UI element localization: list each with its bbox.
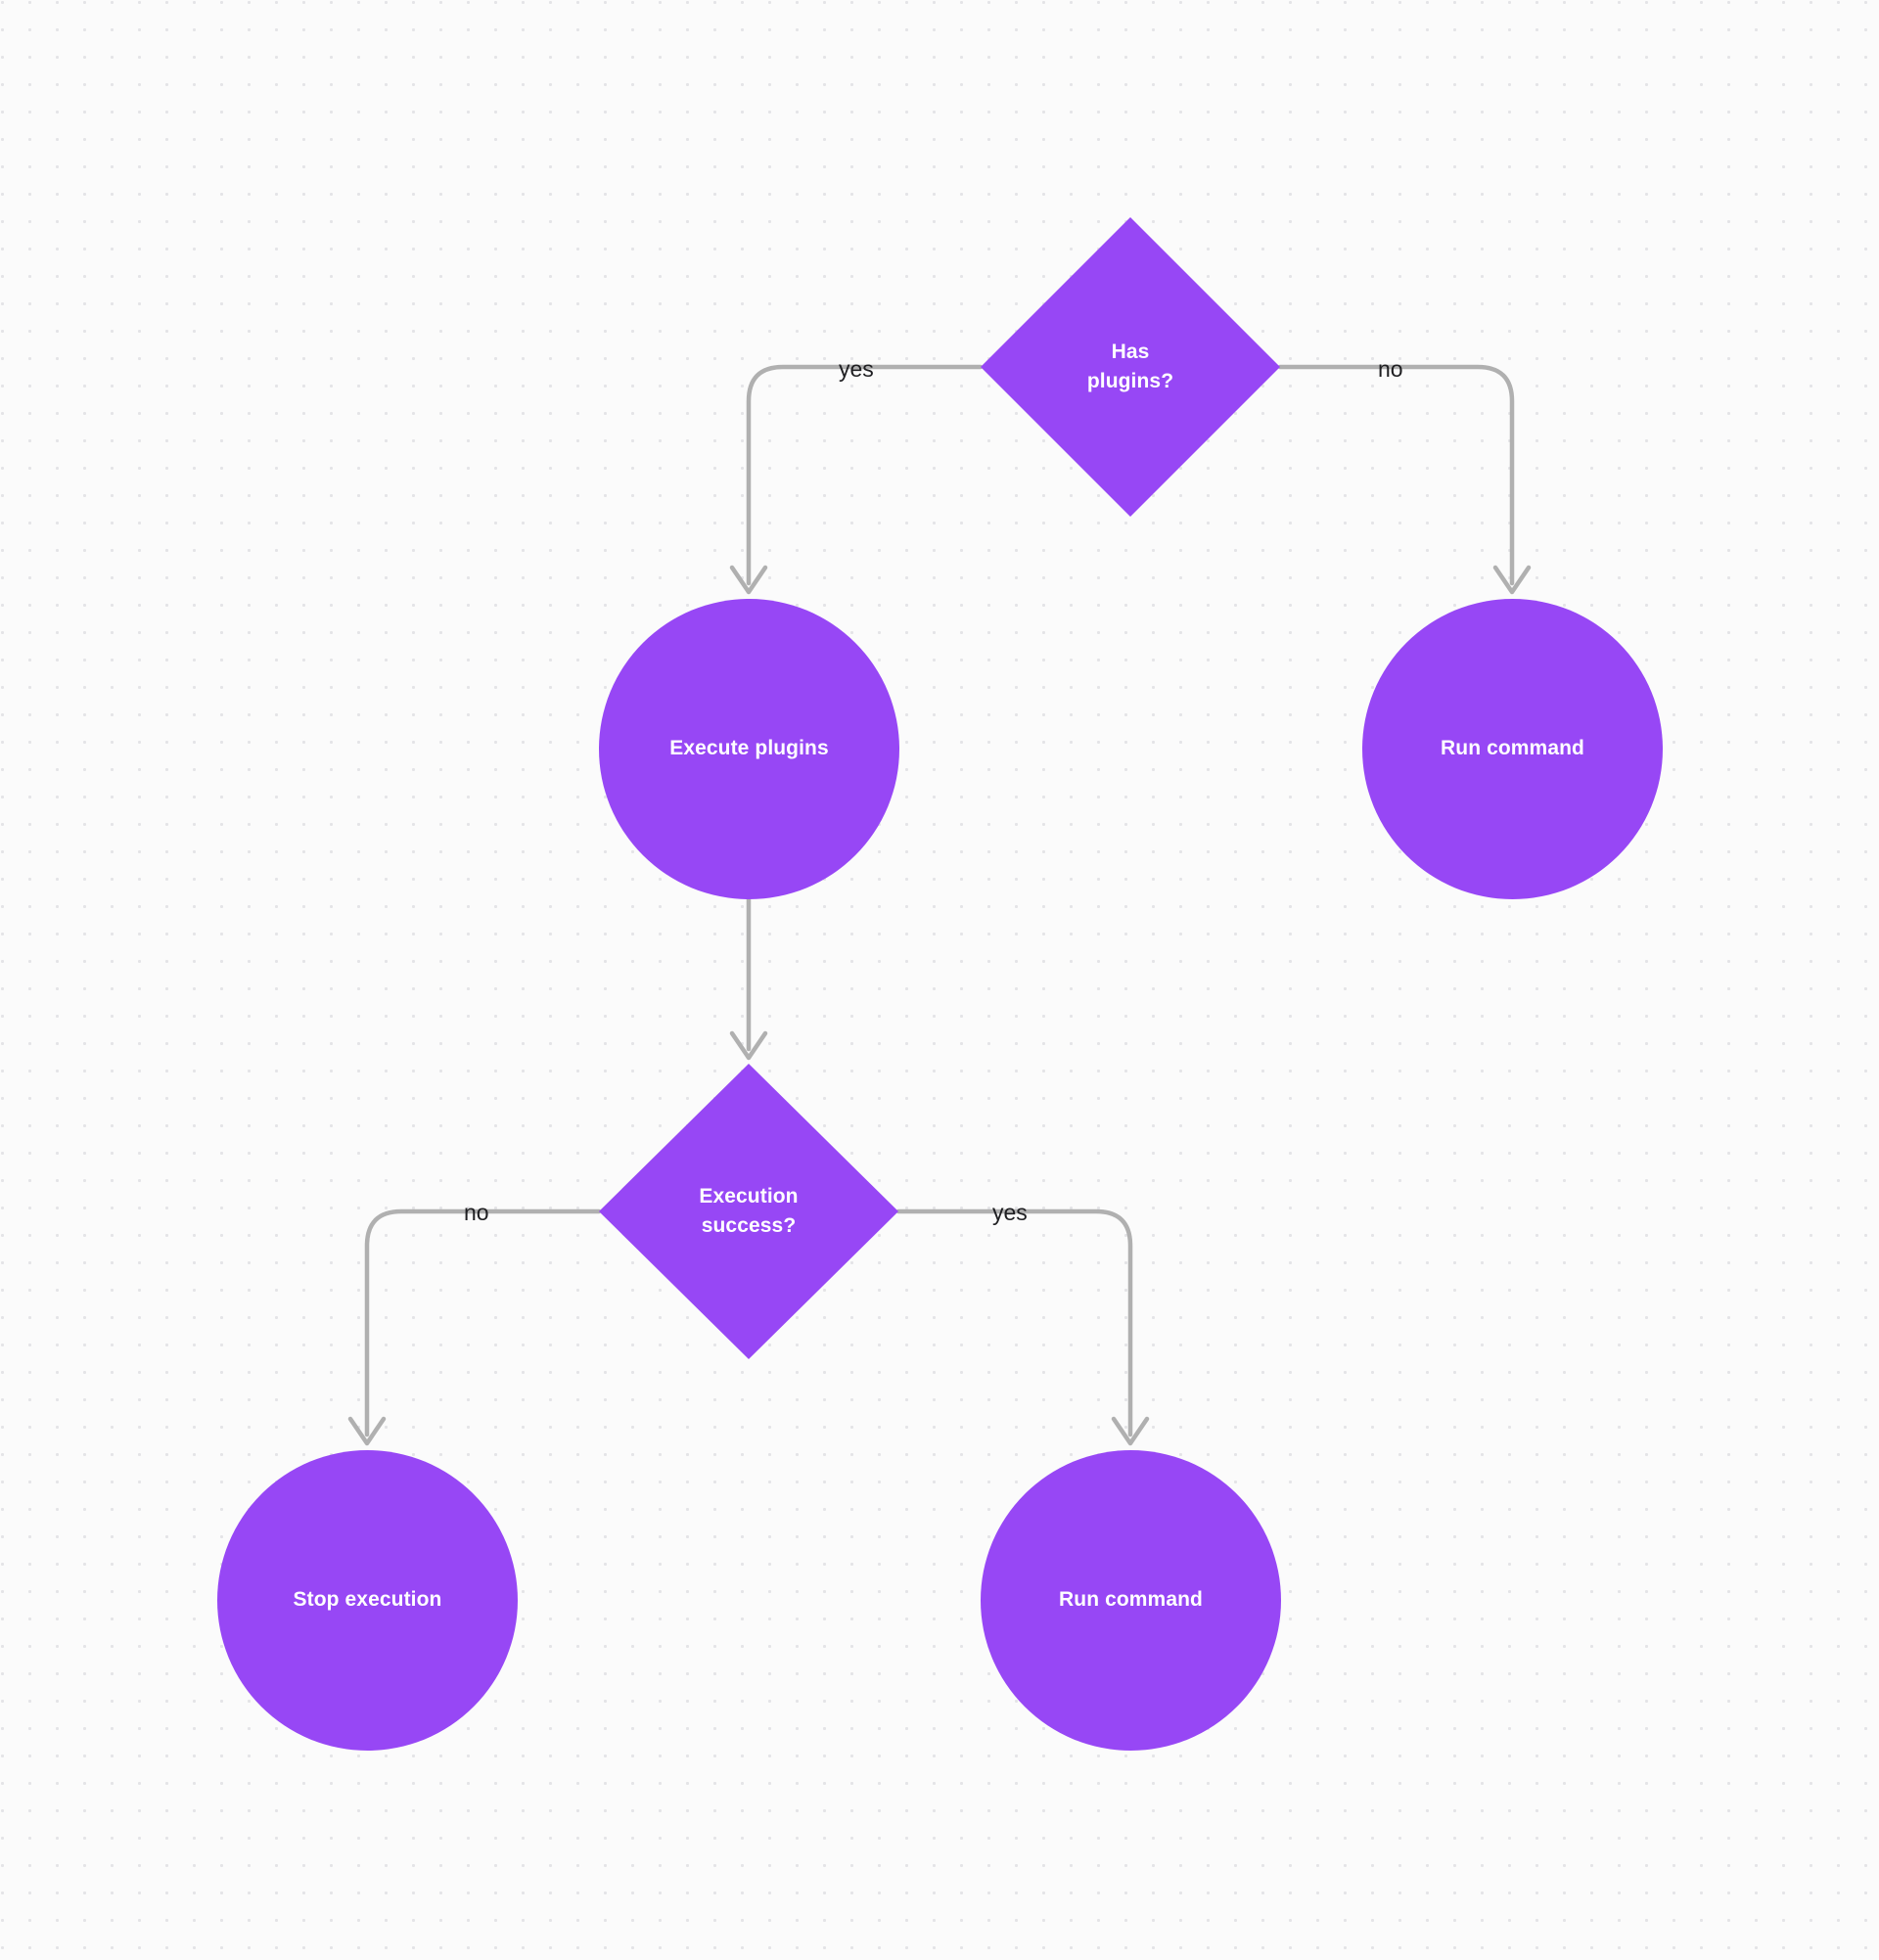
edge-execute-to-success-arrowhead [729,1030,768,1061]
edge-success-no [364,1208,602,1437]
edge-success-yes [895,1208,1133,1437]
node-stop-execution-label: Stop execution [293,1588,442,1612]
node-has-plugins-label: Has plugins? [1086,340,1174,392]
edge-has-plugins-no [1277,364,1515,586]
node-execute-plugins-label: Execute plugins [669,737,829,760]
edge-success-no-arrowhead [347,1416,387,1446]
edge-label-has-plugins-no: no [1378,356,1403,382]
node-run-command-right[interactable]: Run command [1362,599,1663,899]
node-has-plugins[interactable]: Has plugins? [981,217,1280,517]
node-run-command-bottom-label: Run command [1059,1588,1203,1612]
edge-has-plugins-yes [746,364,984,586]
edge-label-has-plugins-yes: yes [839,356,874,382]
node-execution-success[interactable]: Execution success? [599,1064,898,1359]
edge-has-plugins-yes-arrowhead [729,565,768,595]
edge-success-yes-arrowhead [1111,1416,1150,1446]
edge-label-success-yes: yes [992,1200,1028,1225]
edge-label-success-no: no [464,1200,489,1225]
node-run-command-right-label: Run command [1441,737,1584,760]
node-execute-plugins[interactable]: Execute plugins [599,599,899,899]
edge-has-plugins-no-arrowhead [1492,565,1532,595]
node-stop-execution[interactable]: Stop execution [217,1450,518,1751]
node-run-command-bottom[interactable]: Run command [981,1450,1281,1751]
node-execution-success-label: Execution success? [699,1184,799,1237]
